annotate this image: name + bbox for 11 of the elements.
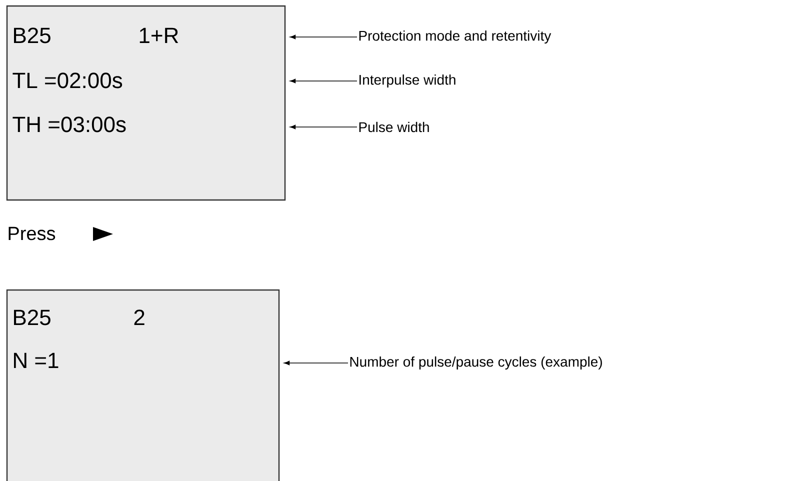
arrow bbox=[290, 34, 358, 40]
press-label: Press bbox=[8, 226, 56, 240]
annotation-text: Interpulse width bbox=[360, 74, 456, 88]
annotation-text: Pulse width bbox=[359, 122, 429, 132]
arrow bbox=[290, 124, 358, 130]
display-box: B25 1+R TL =02:00s TH =03:00s bbox=[6, 5, 286, 201]
arrow bbox=[284, 360, 348, 366]
annotation-text: Number of pulse/pause cycles (example) bbox=[350, 356, 602, 370]
annotation-text: Protection mode and retentivity bbox=[359, 30, 552, 44]
arrow bbox=[290, 78, 358, 84]
display-box: B25 2 N =1 bbox=[6, 289, 280, 481]
